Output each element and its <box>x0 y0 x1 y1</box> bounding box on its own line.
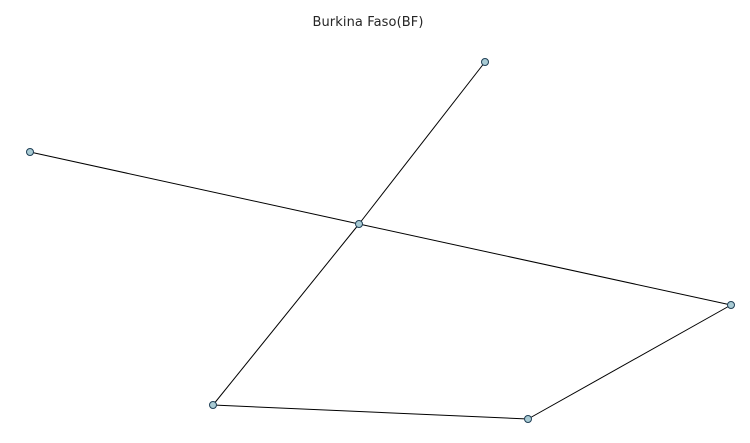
node-n3 <box>355 220 363 228</box>
edge-n5-n6 <box>212 404 529 420</box>
node-n4 <box>727 301 735 309</box>
edge-n3-n4 <box>358 223 732 306</box>
edge-n1-n3 <box>358 61 486 225</box>
node-n1 <box>481 58 489 66</box>
edge-n6-n4 <box>527 304 732 420</box>
edge-n3-n5 <box>212 223 360 406</box>
edges-layer <box>29 61 732 420</box>
node-n2 <box>26 148 34 156</box>
nodes-layer <box>26 58 735 423</box>
node-n6 <box>524 415 532 423</box>
edge-n2-n3 <box>29 151 360 225</box>
graph-title: Burkina Faso(BF) <box>312 15 424 30</box>
node-n5 <box>209 401 217 409</box>
